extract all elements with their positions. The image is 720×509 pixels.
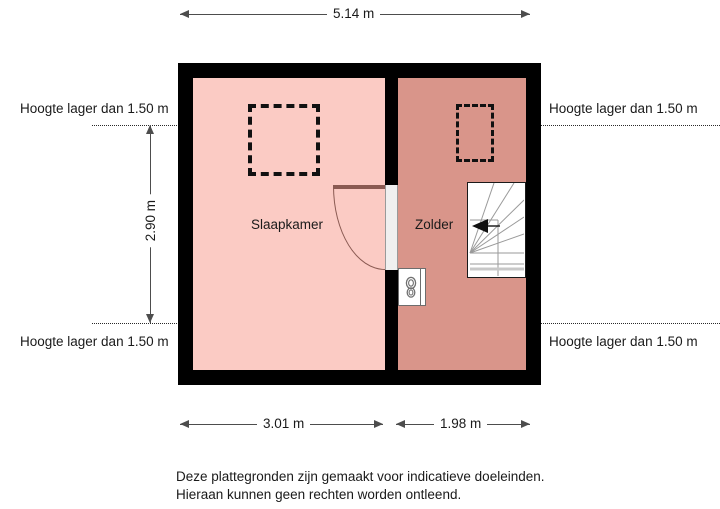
height-line-bottom-right: [541, 323, 720, 324]
dimension-bottom-left-arrow-left: [180, 419, 189, 428]
room-label-attic: Zolder: [415, 217, 454, 232]
height-note-top-left: Hoogte lager dan 1.50 m: [20, 101, 169, 116]
dimension-left-arrow-up: [145, 125, 154, 134]
room-label-bedroom: Slaapkamer: [251, 217, 324, 232]
dimension-bottom-left-label: 3.01 m: [257, 416, 311, 431]
staircase-steps: [469, 183, 524, 276]
dimension-bottom-left-arrow-right: [374, 419, 383, 428]
toilet-icon: [405, 276, 417, 298]
dimension-bottom-right-label: 1.98 m: [434, 416, 488, 431]
dimension-bottom-right-arrow-left: [396, 419, 405, 428]
toilet-niche-divider: [420, 269, 421, 305]
door-frame: [385, 185, 398, 270]
dimension-left-arrow-down: [145, 314, 154, 323]
height-line-top-right: [541, 125, 720, 126]
disclaimer-line-1: Deze plattegronden zijn gemaakt voor ind…: [176, 469, 545, 484]
dimension-bottom-right-arrow-right: [521, 419, 530, 428]
door-leaf: [333, 185, 385, 189]
roof-window-icon-right: [456, 104, 494, 162]
roof-window-icon-left: [248, 104, 320, 176]
dimension-top-arrow-right: [521, 9, 530, 18]
dimension-left-label: 2.90 m: [143, 194, 158, 248]
disclaimer-footer: Deze plattegronden zijn gemaakt voor ind…: [176, 468, 545, 504]
toilet-niche: [398, 268, 426, 306]
height-note-top-right: Hoogte lager dan 1.50 m: [549, 101, 698, 116]
disclaimer-line-2: Hieraan kunnen geen rechten worden ontle…: [176, 487, 462, 502]
staircase-icon: [467, 182, 526, 278]
dimension-top-label: 5.14 m: [327, 6, 381, 21]
dimension-top-arrow-left: [180, 9, 189, 18]
height-note-bottom-right: Hoogte lager dan 1.50 m: [549, 334, 698, 349]
height-note-bottom-left: Hoogte lager dan 1.50 m: [20, 334, 169, 349]
